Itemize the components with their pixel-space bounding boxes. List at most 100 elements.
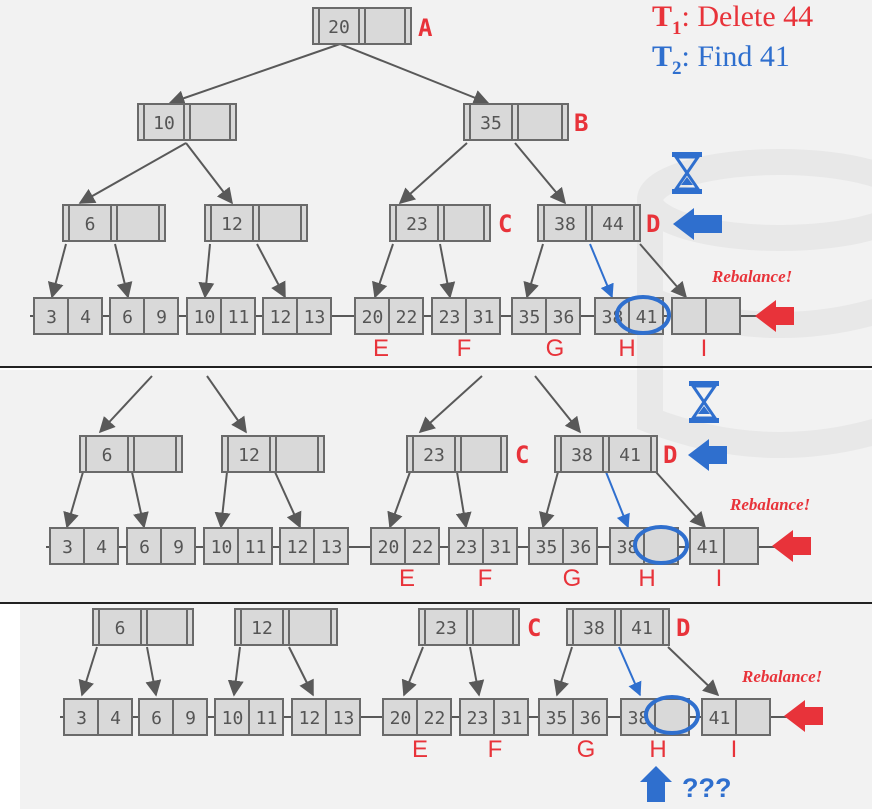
transaction-legend: T1: Delete 44 T2: Find 41 [652, 0, 813, 79]
leaf-key: 6 [151, 708, 162, 729]
red-arrow-leaf-icon [784, 700, 823, 732]
svg-text:I: I [716, 565, 723, 592]
panel-3-blue-pointer [618, 646, 642, 697]
blue-arrow-d-icon [673, 208, 722, 240]
panel-2-blue-pointer [605, 471, 630, 529]
inner-node-10: 10 [137, 103, 237, 141]
leaf-key: 12 [270, 307, 292, 328]
inner-node-b: 35 [463, 103, 569, 141]
svg-text:I: I [731, 736, 738, 763]
leaf-key: 35 [519, 307, 541, 328]
svg-text:41: 41 [631, 618, 653, 639]
inner-node-d: 38 44 [537, 204, 641, 242]
leaf-key: 10 [211, 537, 233, 558]
leaf-key: 3 [76, 708, 87, 729]
svg-text:23: 23 [423, 445, 445, 466]
p3-label-d: D [676, 614, 690, 642]
panel-3: 6 12 23 C 38 41 D Rebal [60, 608, 823, 803]
p2-inner-node-6: 6 [79, 435, 183, 473]
svg-text:38: 38 [583, 618, 605, 639]
leaf-key: 20 [362, 307, 384, 328]
svg-text:H: H [649, 736, 666, 763]
panel-3-leaf-labels: E F G H I [412, 736, 737, 763]
svg-text:6: 6 [115, 618, 126, 639]
svg-text:E: E [373, 335, 389, 362]
p3-label-c: C [527, 614, 541, 642]
panel-2-background [0, 370, 872, 602]
leaf-key: 41 [636, 307, 658, 328]
rebalance-label-3: Rebalance! [741, 667, 822, 686]
panel-1-blue-pointer [589, 243, 614, 299]
leaf-key: 35 [546, 708, 568, 729]
blue-up-arrow-icon [640, 766, 672, 802]
leaf-key: 10 [194, 307, 216, 328]
leaf-key: 9 [173, 537, 184, 558]
leaf-key: 22 [424, 708, 446, 729]
leaf-key: 10 [222, 708, 244, 729]
svg-text:G: G [563, 565, 582, 592]
svg-text:41: 41 [619, 445, 641, 466]
svg-text:H: H [618, 335, 635, 362]
leaf-key: 12 [299, 708, 321, 729]
svg-text:F: F [488, 736, 503, 763]
leaf-key: 12 [287, 537, 309, 558]
svg-text:6: 6 [85, 214, 96, 235]
leaf-key: 6 [122, 307, 133, 328]
p2-inner-node-12: 12 [221, 435, 325, 473]
svg-text:10: 10 [153, 113, 175, 134]
leaf-key: 35 [536, 537, 558, 558]
panel-1: 20 A 10 35 B 6 [30, 7, 794, 362]
root-key: 20 [328, 17, 350, 38]
leaf-key: 13 [333, 708, 355, 729]
svg-text:G: G [577, 736, 596, 763]
leaf-key: 3 [62, 537, 73, 558]
p2-label-d: D [663, 441, 677, 469]
p2-inner-node-d: 38 41 [554, 435, 658, 473]
svg-text:E: E [412, 736, 428, 763]
p2-label-c: C [515, 441, 529, 469]
leaf-key: 31 [501, 708, 523, 729]
leaf-node: 10 11 [203, 527, 273, 565]
panel-2-leaf-labels: E F G H I [399, 565, 722, 592]
rebalance-label-1: Rebalance! [711, 267, 792, 286]
leaf-node: 12 13 [291, 698, 361, 736]
svg-text:E: E [399, 565, 415, 592]
p3-inner-node-d: 38 41 [566, 608, 670, 646]
rebalance-label-2: Rebalance! [729, 495, 810, 514]
svg-text:35: 35 [480, 113, 502, 134]
svg-text:38: 38 [571, 445, 593, 466]
leaf-key: 4 [110, 708, 121, 729]
leaf-key: 23 [456, 537, 478, 558]
leaf-key: 11 [245, 537, 267, 558]
svg-text:F: F [478, 565, 493, 592]
leaf-key: 23 [467, 708, 489, 729]
svg-text:38: 38 [554, 214, 576, 235]
label-c: C [498, 210, 512, 238]
leaf-node [671, 297, 741, 335]
search-circle-h [615, 295, 671, 335]
search-circle-h [633, 525, 689, 565]
leaf-key: 11 [228, 307, 250, 328]
inner-node-6: 6 [62, 204, 166, 242]
leaf-key: 9 [156, 307, 167, 328]
red-arrow-leaf-icon [755, 300, 794, 332]
leaf-key: 20 [378, 537, 400, 558]
leaf-node: 10 11 [186, 297, 256, 335]
leaf-node: 41 [689, 527, 759, 565]
panel-1-leaf-labels: E F G H I [373, 335, 707, 362]
